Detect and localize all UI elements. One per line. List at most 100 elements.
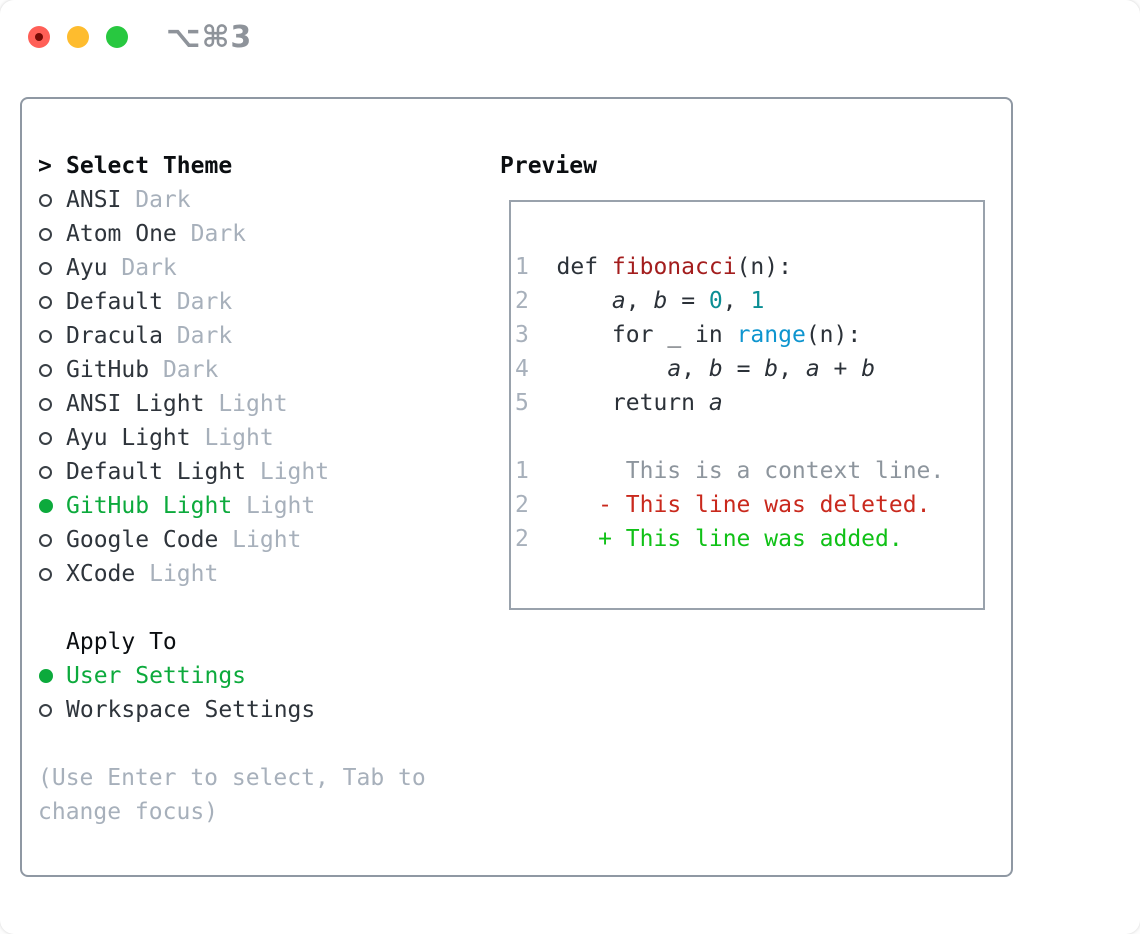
code-token: fibonacci <box>611 254 737 280</box>
apply-option-workspace-settings[interactable]: Workspace Settings <box>38 693 498 727</box>
theme-name: GitHub <box>66 357 150 383</box>
code-token: a <box>611 288 626 314</box>
theme-variant: Dark <box>176 289 233 315</box>
radio-icon <box>38 227 66 241</box>
theme-name: ANSI <box>66 187 122 213</box>
close-button[interactable] <box>28 26 50 48</box>
theme-option-ayu-light[interactable]: Ayu Light Light <box>38 421 498 455</box>
theme-variant: Dark <box>121 255 177 281</box>
line-number: 1 <box>515 458 529 484</box>
code-token: a <box>667 356 682 382</box>
code-token: , <box>722 288 751 314</box>
code-token: , <box>778 356 806 382</box>
code-token: a <box>805 356 820 382</box>
titlebar: ⌥⌘3 <box>0 0 1140 75</box>
help-text-line-1: (Use Enter to select, Tab to <box>38 765 426 791</box>
code-line: 1 This is a context line. <box>515 454 983 488</box>
theme-name: Dracula <box>66 323 163 349</box>
code-token: (n): <box>805 322 862 348</box>
theme-name: GitHub Light <box>66 493 233 519</box>
code-token: b <box>861 356 876 382</box>
code-token: + This line was added. <box>598 526 903 552</box>
apply-to-header: Apply To <box>38 625 498 659</box>
code-line: 2 - This line was deleted. <box>515 488 983 522</box>
line-number: 5 <box>515 390 529 416</box>
code-token: This is a context line. <box>556 458 945 484</box>
prompt-icon: > <box>38 153 52 179</box>
select-theme-header: > Select Theme <box>38 149 498 183</box>
code-token: = <box>667 288 709 314</box>
window-title: ⌥⌘3 <box>166 20 253 55</box>
theme-option-ayu[interactable]: Ayu Dark <box>38 251 498 285</box>
code-token <box>557 288 612 314</box>
apply-to-label: Apply To <box>66 629 177 655</box>
theme-option-ansi[interactable]: ANSI Dark <box>38 183 498 217</box>
help-text-line-2: change focus) <box>38 799 219 825</box>
code-token: + <box>819 356 862 382</box>
theme-variant: Light <box>232 527 302 553</box>
theme-name: Atom One <box>66 221 177 247</box>
zoom-button[interactable] <box>106 26 128 48</box>
traffic-lights <box>28 26 128 48</box>
code-token: = <box>722 356 765 382</box>
code-token: - This line was deleted. <box>598 492 931 518</box>
code-token: return <box>611 390 709 416</box>
radio-icon <box>38 397 66 411</box>
theme-option-default-light[interactable]: Default Light Light <box>38 455 498 489</box>
radio-icon <box>38 193 66 207</box>
code-token <box>557 390 612 416</box>
theme-option-google-code[interactable]: Google Code Light <box>38 523 498 557</box>
code-token <box>557 492 599 518</box>
code-token: range <box>736 322 806 348</box>
theme-name: Default Light <box>66 459 247 485</box>
theme-variant: Light <box>259 459 330 485</box>
code-token: for <box>611 322 668 348</box>
code-token: a <box>708 390 723 416</box>
radio-selected-icon <box>38 499 66 513</box>
line-number: 2 <box>515 288 529 314</box>
code-line: 2 + This line was added. <box>515 522 983 556</box>
apply-option-label: User Settings <box>66 663 247 689</box>
theme-name: Ayu <box>66 255 108 281</box>
code-token: def <box>556 254 612 280</box>
code-token: (n): <box>736 254 792 280</box>
line-number: 2 <box>515 492 529 518</box>
minimize-button[interactable] <box>67 26 89 48</box>
radio-icon <box>38 295 66 309</box>
theme-variant: Dark <box>162 357 219 383</box>
theme-name: ANSI Light <box>66 391 205 417</box>
theme-name: XCode <box>66 561 136 587</box>
theme-variant: Light <box>204 425 274 451</box>
theme-variant: Dark <box>135 187 191 213</box>
radio-icon <box>38 261 66 275</box>
theme-name: Ayu Light <box>66 425 191 451</box>
theme-name: Google Code <box>66 527 219 553</box>
radio-icon <box>38 431 66 445</box>
code-line: 3 for _ in range(n): <box>515 318 983 352</box>
code-token: , <box>625 288 654 314</box>
code-token: , <box>681 356 709 382</box>
spacer-row <box>38 727 498 761</box>
code-token: in <box>695 322 737 348</box>
radio-icon <box>38 703 66 717</box>
apply-option-user-settings[interactable]: User Settings <box>38 659 498 693</box>
line-number: 3 <box>515 322 529 348</box>
theme-option-github[interactable]: GitHub Dark <box>38 353 498 387</box>
code-token: b <box>653 288 668 314</box>
radio-icon <box>38 465 66 479</box>
code-token: b <box>708 356 723 382</box>
code-token: 0 <box>708 288 723 314</box>
code-line: 2 a, b = 0, 1 <box>515 284 983 318</box>
